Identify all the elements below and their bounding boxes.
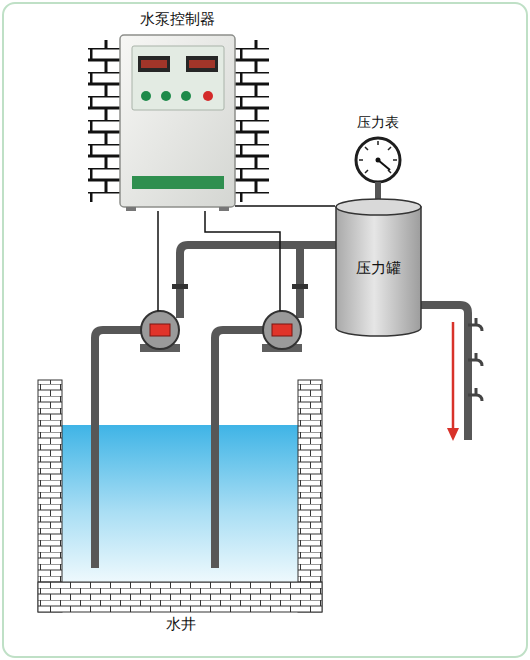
pump [140, 311, 180, 352]
pump-motor [272, 324, 292, 336]
power-wire [157, 211, 159, 311]
brick-wall [233, 40, 269, 202]
well-floor [38, 582, 322, 612]
water-well [38, 380, 322, 612]
panel-button [161, 91, 171, 101]
faucet [468, 395, 482, 401]
display-digits [189, 60, 215, 68]
stop-button [203, 91, 213, 101]
pressure-gauge [356, 138, 400, 182]
pipe-flange [172, 284, 188, 289]
digital-display [138, 56, 170, 72]
faucet [468, 325, 482, 331]
flow-arrow [452, 322, 455, 430]
power-wire [205, 211, 280, 311]
tank-body [336, 207, 421, 336]
brick-wall [88, 40, 122, 202]
controller-case [120, 35, 235, 207]
well-node: 水井 [36, 378, 326, 640]
sensor-wire [235, 205, 335, 207]
tank-node: 压力罐 [335, 198, 422, 338]
page-frame [3, 3, 527, 657]
controller-foot [126, 207, 136, 211]
controller-node: 水泵控制器 [120, 6, 235, 208]
pump [262, 311, 302, 352]
display-digits [141, 60, 167, 68]
flow-arrowhead [447, 428, 459, 441]
pump-motor [150, 324, 170, 336]
faucet-handle [475, 318, 478, 325]
well-wall [298, 380, 322, 612]
suction-pipe [95, 330, 142, 568]
well-wall [38, 380, 62, 612]
faucet [468, 360, 482, 366]
panel-button [141, 91, 151, 101]
control-panel [132, 46, 224, 110]
discharge-pipe [180, 245, 336, 318]
suction-pipe [215, 330, 264, 568]
pump-casing [141, 311, 179, 349]
faucet-handle [475, 388, 478, 395]
panel-button [181, 91, 191, 101]
faucet-handle [475, 353, 478, 360]
pipe-flange [292, 284, 308, 289]
power-wires [158, 211, 280, 311]
gauge-node: 压力表 [348, 112, 408, 184]
pump-casing [263, 311, 301, 349]
gauge-ticks [359, 141, 397, 173]
node-label: 压力罐 [356, 259, 401, 278]
controller-foot [219, 207, 229, 211]
gauge-hub [376, 158, 381, 163]
tank-top [336, 199, 421, 215]
outlet-pipe [420, 305, 468, 440]
node-label: 压力表 [357, 114, 399, 132]
gauge-dial [356, 138, 400, 182]
digital-display [186, 56, 218, 72]
node-label: 水井 [166, 615, 196, 634]
faucets [468, 318, 482, 401]
discharge-pipe [296, 245, 304, 318]
pump-controller [120, 35, 235, 211]
brand-strip [132, 176, 224, 189]
node-label: 水泵控制器 [140, 10, 215, 29]
